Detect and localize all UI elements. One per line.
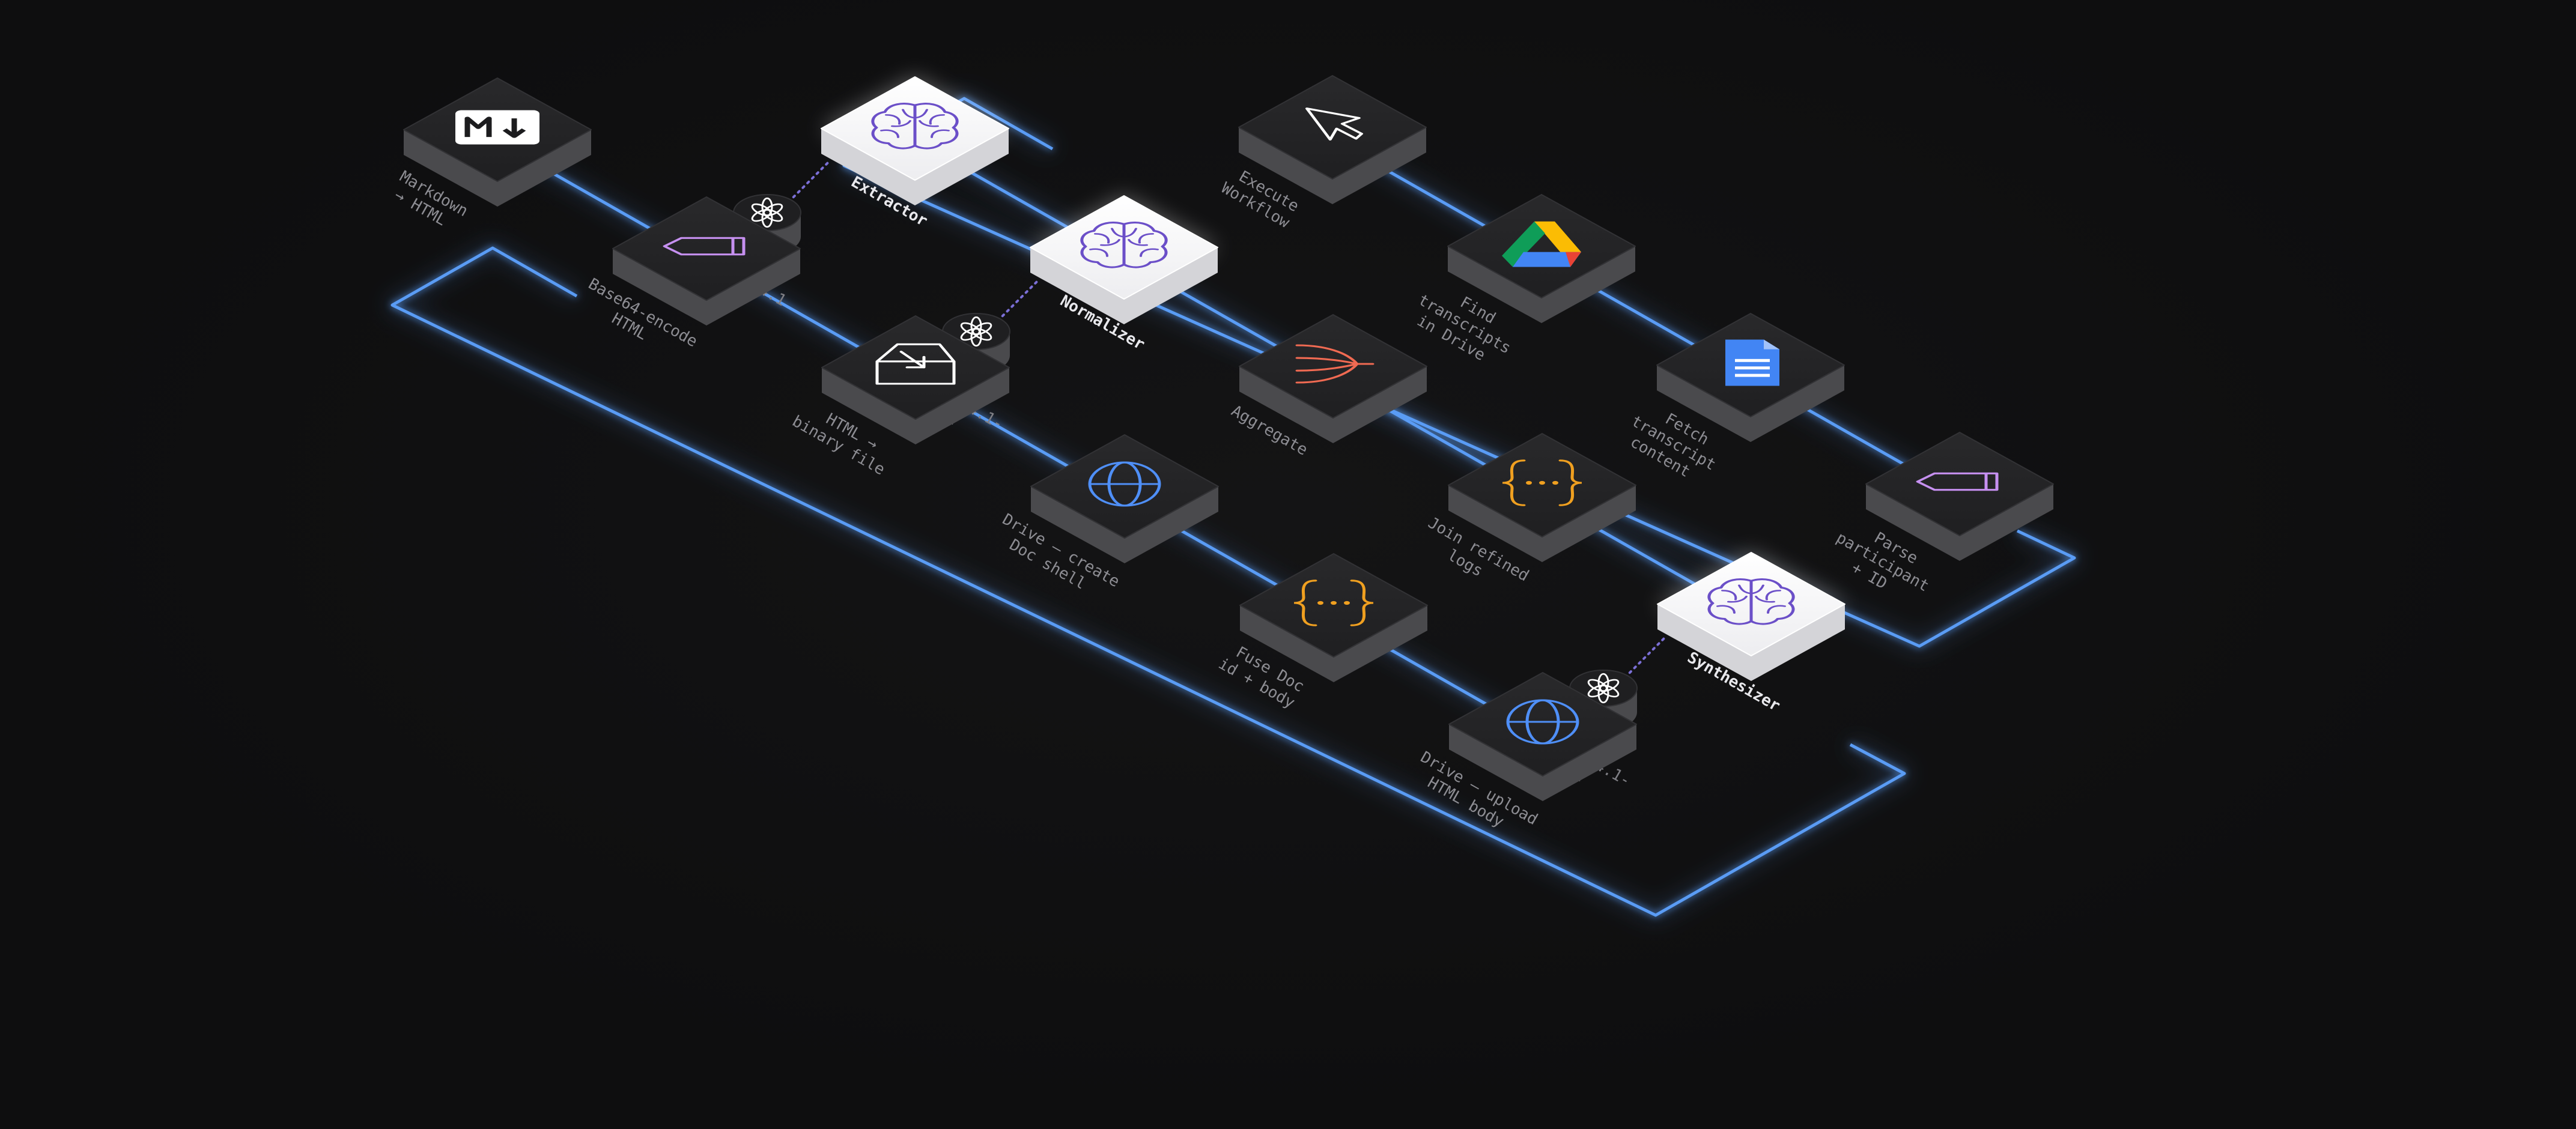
node-top bbox=[612, 196, 801, 301]
cursor-icon bbox=[1305, 107, 1364, 141]
node-extractor[interactable]: Extractorgpt-4.1 bbox=[723, 76, 1009, 310]
globe-icon bbox=[1506, 699, 1579, 745]
node-side bbox=[1448, 246, 1635, 323]
node-top bbox=[1239, 553, 1428, 658]
node-side bbox=[1239, 127, 1426, 204]
node-top bbox=[1448, 433, 1636, 537]
node-top bbox=[1447, 194, 1636, 298]
markdown-icon bbox=[455, 110, 539, 145]
node-top bbox=[1448, 672, 1637, 776]
node-side bbox=[404, 130, 591, 207]
loop-row-2-to-3 bbox=[390, 246, 1906, 917]
brain-icon bbox=[871, 103, 959, 150]
model-link bbox=[788, 160, 831, 203]
loop-row-2-to-3-halo bbox=[387, 243, 1909, 920]
brain-icon bbox=[1707, 578, 1795, 625]
file-import-icon bbox=[875, 343, 956, 385]
braces-icon bbox=[1502, 459, 1582, 506]
node-side bbox=[1657, 365, 1844, 442]
pencil-icon bbox=[1916, 472, 1999, 491]
google-docs-icon bbox=[1725, 339, 1779, 386]
model-link bbox=[1624, 635, 1667, 679]
braces-icon bbox=[1293, 580, 1374, 626]
node-side bbox=[1240, 605, 1427, 682]
node-top bbox=[1865, 432, 2054, 536]
node-markdown[interactable]: Markdown→ HTML bbox=[391, 77, 592, 229]
connector-loops bbox=[387, 94, 2079, 920]
brain-icon bbox=[1080, 222, 1168, 268]
node-side bbox=[1239, 366, 1427, 443]
node-side bbox=[1448, 485, 1636, 562]
node-top bbox=[1239, 314, 1427, 419]
node-side bbox=[1657, 604, 1845, 681]
node-side bbox=[1031, 486, 1218, 563]
globe-icon bbox=[1088, 461, 1161, 507]
aggregate-icon bbox=[1295, 344, 1375, 384]
node-side bbox=[822, 368, 1009, 444]
node-side bbox=[1030, 247, 1218, 324]
pencil-icon bbox=[663, 237, 746, 256]
node-top bbox=[1238, 75, 1427, 180]
model-link bbox=[997, 279, 1040, 322]
node-side bbox=[1866, 484, 2053, 561]
openai-icon bbox=[1587, 673, 1620, 704]
node-side bbox=[821, 129, 1009, 205]
openai-icon bbox=[751, 197, 783, 228]
node-side bbox=[1449, 724, 1636, 801]
openai-icon bbox=[960, 316, 992, 347]
node-top bbox=[1030, 434, 1219, 539]
google-drive-icon bbox=[1502, 221, 1581, 267]
node-side bbox=[613, 249, 800, 325]
